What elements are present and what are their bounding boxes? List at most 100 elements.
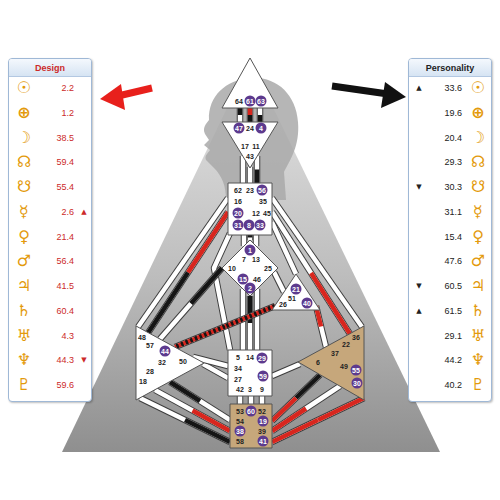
center-outline xyxy=(298,326,364,400)
gate-number: 32 xyxy=(158,359,166,366)
channel xyxy=(250,167,251,183)
channel-outline xyxy=(237,108,244,122)
gate-number: 14 xyxy=(246,354,254,361)
gate-number: 52 xyxy=(258,408,266,415)
channel xyxy=(262,396,263,404)
active-gate-number: 2 xyxy=(245,283,256,294)
design-value: 2.6 xyxy=(61,207,74,216)
planet-symbol: ☉ xyxy=(17,80,31,96)
channel-body xyxy=(274,272,284,292)
channel xyxy=(175,306,275,347)
panel-title: Design xyxy=(35,64,65,73)
channel-activation xyxy=(185,420,230,442)
active-gate-number: 33 xyxy=(255,220,266,231)
personality-value: 60.5 xyxy=(444,282,462,291)
design-value: 2.2 xyxy=(61,84,74,93)
channel-body xyxy=(140,398,230,442)
channel-body xyxy=(248,108,253,122)
gate-number: 17 xyxy=(241,143,249,150)
gate-number: 26 xyxy=(279,301,287,308)
channel xyxy=(243,156,244,183)
design-value: 55.4 xyxy=(56,183,74,192)
gate-number: 62 xyxy=(234,187,242,194)
channel-outline xyxy=(247,167,254,183)
background-triangle xyxy=(62,60,440,452)
channel xyxy=(250,108,251,122)
channel-body xyxy=(248,235,253,240)
gate-number: 25 xyxy=(264,265,272,272)
channel xyxy=(240,396,241,404)
channel xyxy=(256,235,257,246)
personality-value: 33.6 xyxy=(444,84,462,93)
channel xyxy=(272,375,320,421)
planet-symbol: ♀ xyxy=(18,229,30,245)
channel xyxy=(257,156,258,183)
channel-body xyxy=(258,108,263,122)
personality-value: 40.2 xyxy=(444,381,462,390)
channel-activation xyxy=(225,306,275,327)
active-gate-number: 19 xyxy=(258,416,269,427)
center-outline xyxy=(222,58,278,108)
channel-activation xyxy=(248,115,253,122)
design-arrow-head xyxy=(100,84,125,110)
gate-number: 46 xyxy=(253,276,261,283)
gate-number: 13 xyxy=(252,256,260,263)
personality-value: 29.1 xyxy=(444,331,462,340)
design-value: 21.4 xyxy=(56,232,74,241)
gate-number: 3 xyxy=(248,386,252,393)
center-shape xyxy=(136,326,204,400)
channel xyxy=(140,398,230,442)
channel-body xyxy=(175,306,275,347)
channel xyxy=(260,108,261,122)
channel-outline xyxy=(274,272,284,292)
channel xyxy=(250,235,251,240)
design-value: 41.5 xyxy=(56,282,74,291)
channel-outline xyxy=(254,289,261,350)
g-center: 1713102515462 xyxy=(222,240,278,296)
planet-symbol: ☉ xyxy=(471,80,485,96)
active-gate-number: 29 xyxy=(257,353,268,364)
planet-symbol: ⊕ xyxy=(471,105,484,121)
design-value: 59.4 xyxy=(56,158,74,167)
channel-outline xyxy=(247,235,254,240)
channel-activation xyxy=(255,170,260,184)
active-gate-number: 21 xyxy=(291,284,302,295)
channel-outline xyxy=(247,296,254,350)
channel-outline xyxy=(259,396,266,404)
planet-symbol: ☿ xyxy=(19,204,29,220)
personality-value: 30.3 xyxy=(444,183,462,192)
personality-value: 31.1 xyxy=(444,207,462,216)
channel-outline xyxy=(316,306,326,347)
design-value: 59.6 xyxy=(56,381,74,390)
active-gate-number: 40 xyxy=(302,298,313,309)
planet-symbol: ☽ xyxy=(17,130,31,146)
active-gate-number: 20 xyxy=(233,208,244,219)
channel-body xyxy=(316,306,326,347)
personality-value: 19.6 xyxy=(444,108,462,117)
gate-number: 12 xyxy=(252,210,260,217)
gate-number: 7 xyxy=(242,256,246,263)
gate-number: 23 xyxy=(246,187,254,194)
gate-number: 5 xyxy=(236,354,240,361)
channel xyxy=(272,364,300,376)
channel xyxy=(250,296,251,350)
solar-plexus-center: 3622376495530 xyxy=(298,326,364,400)
channel-body xyxy=(255,156,260,183)
personality-value: 61.5 xyxy=(444,306,462,315)
personality-value: 29.3 xyxy=(444,158,462,167)
channel-outline xyxy=(257,108,264,122)
active-gate-number: 41 xyxy=(258,436,269,447)
center-outline xyxy=(228,350,272,396)
panel-title: Personality xyxy=(426,64,475,73)
channel-activation xyxy=(175,327,225,348)
channel xyxy=(272,212,350,334)
ajna-center: 47244171143 xyxy=(222,122,278,168)
planet-symbol: ♂ xyxy=(471,253,485,269)
channel xyxy=(274,272,284,292)
channel-activation xyxy=(296,375,320,398)
gate-number: 43 xyxy=(246,153,254,160)
planet-symbol: ♄ xyxy=(17,303,31,319)
head-center: 646163 xyxy=(222,58,278,108)
personality-value: 44.2 xyxy=(444,356,462,365)
